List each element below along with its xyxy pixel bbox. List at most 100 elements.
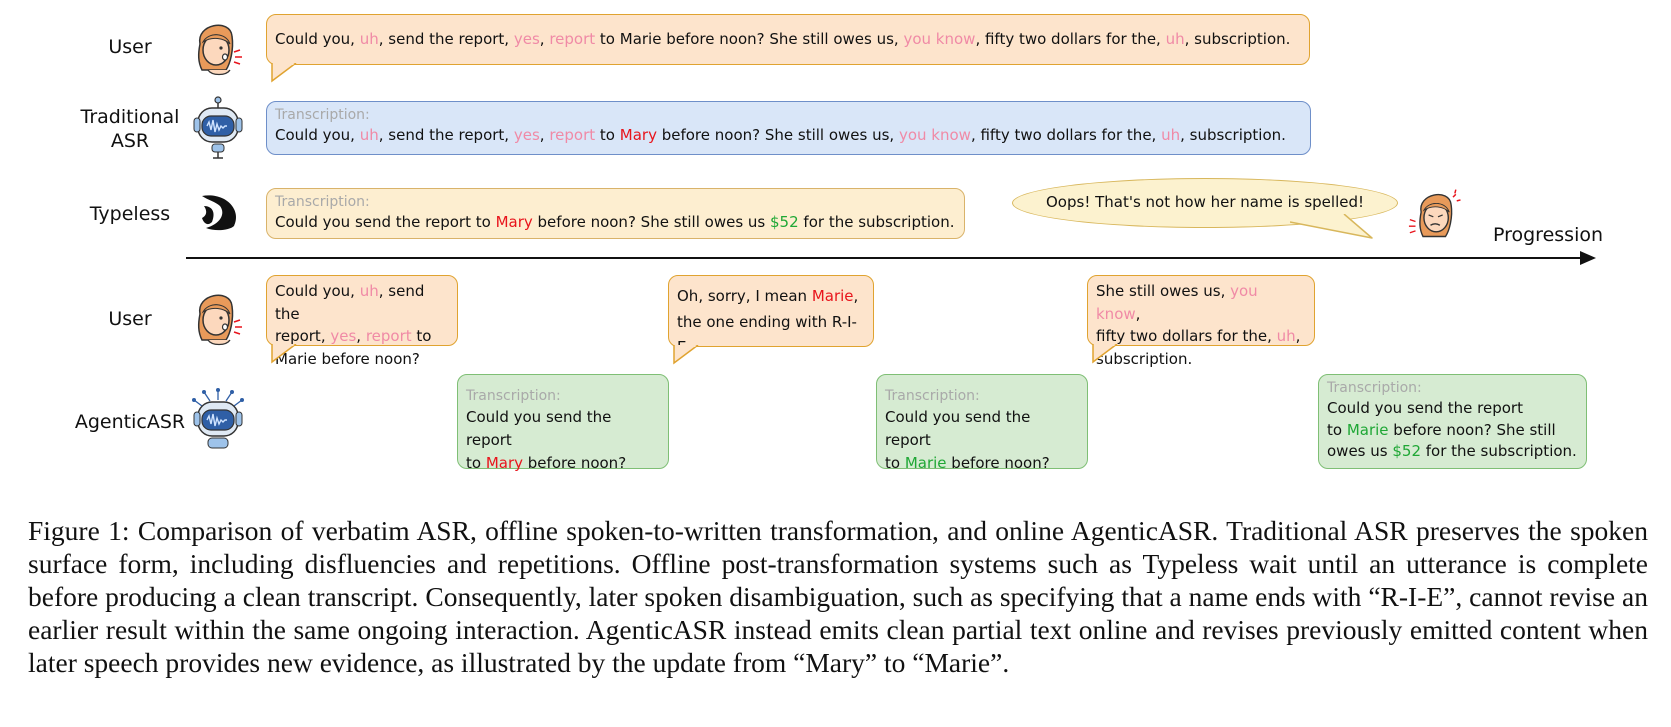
user-utterance-part-1: Could you, uh, send the report, yes, repo… [266, 275, 458, 368]
transcription-label: Transcription: [885, 388, 980, 404]
user-utterance-part-2-text: Oh, sorry, I mean Marie,the one ending w… [677, 287, 858, 356]
text-run: , subscription. [1180, 125, 1286, 144]
text-run: to [595, 125, 620, 144]
text-run: fifty two dollars for the, [1096, 327, 1277, 345]
agentic-transcription-2-text: Could you send the report to Marie before… [885, 408, 1050, 473]
text-run: , send the report, [378, 125, 514, 144]
disfluency-word: yes [330, 327, 357, 345]
text-run: She still owes us, [1096, 282, 1231, 300]
traditional-asr-transcription: Transcription: Could you, uh, send the r… [266, 101, 1311, 155]
text-run: , [1295, 327, 1301, 345]
disfluency-word: you know [898, 125, 971, 144]
bubble-tail [1092, 344, 1118, 364]
typeless-logo-icon [202, 195, 237, 231]
user-speaking-icon [197, 294, 242, 346]
user-utterance-part-3-text: She still owes us, you know, fifty two do… [1096, 282, 1300, 368]
transcription-label: Transcription: [466, 388, 561, 404]
text-run: report, [275, 327, 331, 345]
text-run: before noon? She still owes us, [656, 125, 899, 144]
text-run: to [885, 454, 905, 473]
corrected-word: $52 [1392, 442, 1421, 461]
text-run: , [356, 327, 366, 345]
text-run: for the subscription. [798, 212, 955, 231]
text-run: Could you send the report [466, 407, 612, 450]
oops-text: Oops! That's not how her name is spelled… [1046, 193, 1364, 212]
text-run: Could you, [275, 29, 360, 48]
text-run: , subscription. [1184, 29, 1291, 48]
text-run: to [411, 327, 432, 345]
text-run: to [466, 454, 486, 473]
error-word: Mary [619, 125, 657, 144]
disfluency-word: uh [359, 29, 379, 48]
row-label-traditional-line2: ASR [110, 129, 150, 152]
asr-robot-icon [193, 96, 243, 159]
row-label-user: User [108, 36, 152, 58]
text-run: , [853, 287, 859, 305]
text-run: for the subscription. [1421, 442, 1577, 461]
disfluency-word: report [549, 125, 596, 144]
progression-label: Progression [1492, 224, 1604, 246]
transcription-label: Transcription: [275, 194, 370, 210]
text-run: to [1327, 420, 1347, 439]
text-run: before noon? She still [1388, 420, 1556, 439]
text-run: Marie before noon? [275, 349, 420, 368]
progression-arrow-head [1580, 251, 1596, 265]
row-label-traditional-asr: Traditional ASR [70, 106, 190, 154]
error-word: Mary [495, 212, 533, 231]
row-label-typeless: Typeless [89, 203, 171, 225]
user-utterance-bubble: Could you, uh, send the report, yes, rep… [266, 14, 1310, 65]
user-utterance-part-1-text: Could you, uh, send the report, yes, repo… [275, 282, 431, 368]
disfluency-word: report [549, 29, 596, 48]
typeless-transcription: Transcription: Could you send the report… [266, 188, 965, 239]
disfluency-word: yes [513, 29, 540, 48]
disfluency-word: uh [1161, 125, 1181, 144]
figure-caption: Figure 1: Comparison of verbatim ASR, of… [28, 515, 1648, 678]
agentic-transcription-3: Transcription: Could you send the report… [1318, 374, 1587, 469]
text-run: before noon? [523, 454, 627, 473]
disfluency-word: you know [1096, 282, 1258, 323]
disfluency-word: uh [359, 282, 379, 300]
user-utterance-text: Could you, uh, send the report, yes, rep… [275, 29, 1290, 51]
text-run: , [1135, 304, 1141, 323]
agentic-transcription-2: Transcription: Could you send the report… [876, 374, 1088, 472]
agentic-transcription-1: Transcription: Could you send the report… [457, 374, 669, 472]
text-run: owes us [1327, 442, 1393, 461]
user-speaking-icon [197, 24, 242, 76]
disfluency-word: you know [903, 29, 976, 48]
disfluency-word: uh [359, 125, 379, 144]
progression-arrow [186, 257, 1583, 259]
user-utterance-part-2: Oh, sorry, I mean Marie,the one ending w… [668, 275, 874, 356]
row-label-user-2: User [108, 308, 152, 330]
text-run: , send the [275, 282, 425, 323]
user-utterance-part-3: She still owes us, you know, fifty two do… [1087, 275, 1315, 368]
text-run: Could you send the report to [275, 212, 496, 231]
agentic-robot-icon [192, 388, 244, 449]
typeless-text: Could you send the report to Mary before… [275, 213, 954, 231]
text-run: , send the report, [378, 29, 514, 48]
oops-bubble-tail [1290, 214, 1373, 239]
text-run: Could you send the report [1327, 398, 1523, 417]
text-run: before noon? She still owes us [532, 212, 771, 231]
corrected-word: Marie [904, 454, 947, 473]
transcription-label: Transcription: [1327, 380, 1422, 396]
disfluency-word: uh [1276, 327, 1296, 345]
text-run: , [539, 125, 550, 144]
text-run: Could you send the report [885, 407, 1031, 450]
bubble-tail [271, 344, 297, 364]
text-run: , [539, 29, 550, 48]
agentic-transcription-1-text: Could you send the report to Mary before … [466, 408, 626, 473]
bubble-tail [271, 63, 297, 83]
text-run: , fifty two dollars for the, [970, 125, 1162, 144]
frustrated-user-icon [1408, 189, 1461, 238]
text-run: to Marie before noon? She still owes us, [595, 29, 904, 48]
text-run: Could you, [275, 125, 360, 144]
traditional-asr-text: Could you, uh, send the report, yes, rep… [275, 126, 1286, 144]
disfluency-word: uh [1165, 29, 1185, 48]
error-word: Mary [485, 454, 524, 473]
text-run: Could you, [275, 282, 360, 300]
disfluency-word: report [365, 327, 412, 345]
text-run: before noon? [946, 454, 1050, 473]
text-run: Oh, sorry, I mean [677, 287, 812, 305]
text-run: the one ending with R-I-E. [677, 312, 857, 357]
